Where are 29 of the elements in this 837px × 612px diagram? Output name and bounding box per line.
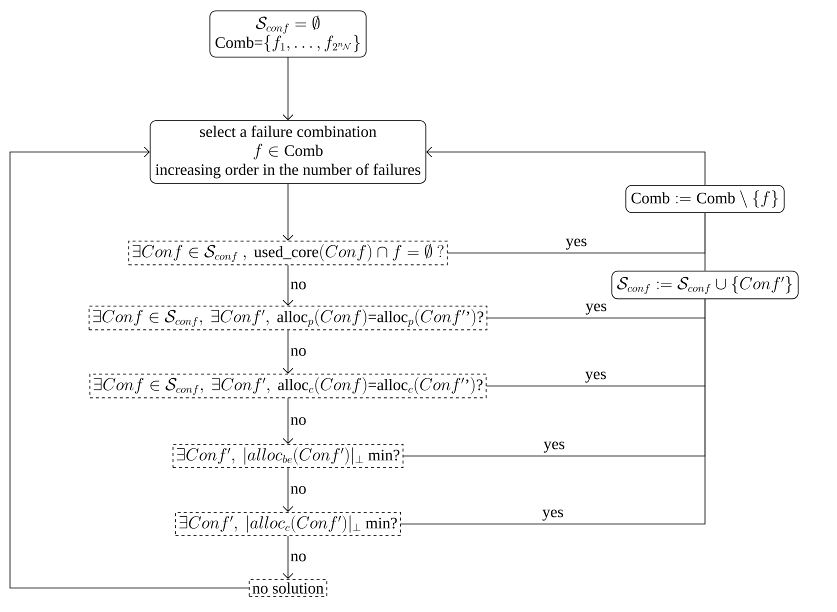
arrow xyxy=(426,146,706,186)
decision-box: $\exists Conf \in \mathcal{S}_{conf}\ ,\ \text{used\_core}(Conf) \cap f = \emptyset\ ?$ xyxy=(128,240,448,266)
edge-label: yes xyxy=(542,440,566,454)
terminal-box: no solution xyxy=(248,578,328,597)
arrow xyxy=(282,468,294,512)
edge-label: no xyxy=(290,486,306,494)
process-box: $\mathcal{S}_{conf} = \emptyset$ $\text{Comb=}\{f_1,\ldots,f_{2^{n_{\mathcal{N}}}}\}$ xyxy=(209,10,367,58)
edge-label: no xyxy=(290,348,306,356)
arrow xyxy=(282,57,294,120)
process-box: select a failure combination $f \in \text{Comb}$ increasing order in the number of failures xyxy=(150,120,426,184)
arrow xyxy=(282,536,294,579)
arrow xyxy=(10,146,250,588)
arrow xyxy=(282,264,294,306)
edge-label: yes xyxy=(541,508,565,522)
decision-box: $\exists Conf \in \mathcal{S}_{conf},\ \exists Conf',\ \text{alloc}_p(Conf)\text{=}\text{alloc}_p(Conf'\text{'})\text{?}$ xyxy=(88,306,488,330)
decision-box: $\exists Conf',\ |alloc_{be}(Conf')|_{\perp}\ \text{min?}$ xyxy=(172,444,404,468)
arrow xyxy=(282,183,294,241)
edge-label: no xyxy=(290,282,306,290)
edge-label: yes xyxy=(584,370,608,384)
process-box: $\text{Comb} := \text{Comb} \setminus \{f\}$ xyxy=(625,184,785,214)
arrow xyxy=(282,330,294,374)
edge-label: yes xyxy=(564,238,588,251)
edge-label: no xyxy=(290,417,306,425)
process-box: $\mathcal{S}_{conf} := \mathcal{S}_{conf} \cup \{Conf'\}$ xyxy=(611,270,799,300)
decision-box: $\exists Conf',\ |alloc_{c}(Conf')|_{\perp}\ \text{min?}$ xyxy=(175,512,401,536)
arrow xyxy=(282,398,294,444)
edge-label: yes xyxy=(584,302,608,316)
decision-box: $\exists Conf \in \mathcal{S}_{conf},\ \exists Conf',\ \text{alloc}_c(Conf)\text{=}\text{alloc}_c(Conf'\text{'})\text{?}$ xyxy=(89,374,487,398)
edge-label: no xyxy=(290,554,306,562)
